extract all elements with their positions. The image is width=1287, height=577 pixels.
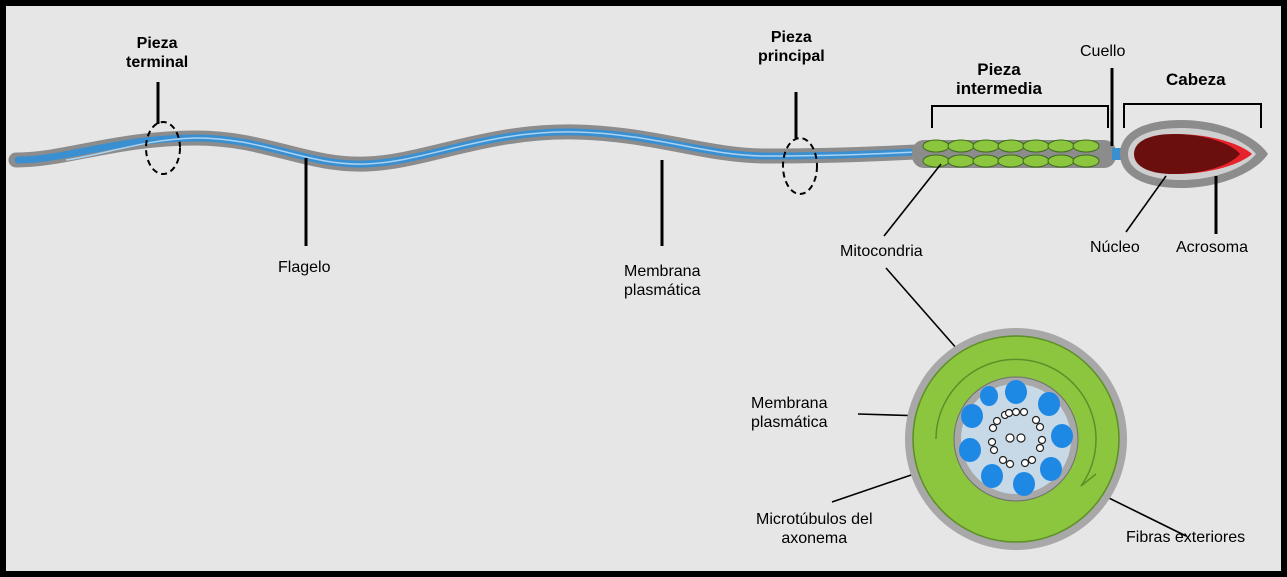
midpiece (912, 140, 1116, 168)
midpiece-bracket (932, 106, 1108, 128)
terminal-piece-marker (146, 122, 180, 174)
label-cuello: Cuello (1080, 42, 1125, 61)
label-nucleo: Núcleo (1090, 238, 1140, 257)
label-flagelo: Flagelo (278, 258, 330, 277)
label-cabeza: Cabeza (1166, 70, 1226, 89)
head (1120, 120, 1268, 188)
cross-section (905, 328, 1127, 550)
label-mitocondria: Mitocondria (840, 242, 923, 261)
label-acrosoma: Acrosoma (1176, 238, 1248, 257)
principal-piece-marker (783, 138, 817, 194)
label-fibras-exteriores: Fibras exteriores (1126, 528, 1245, 547)
flagellum (16, 132, 916, 164)
